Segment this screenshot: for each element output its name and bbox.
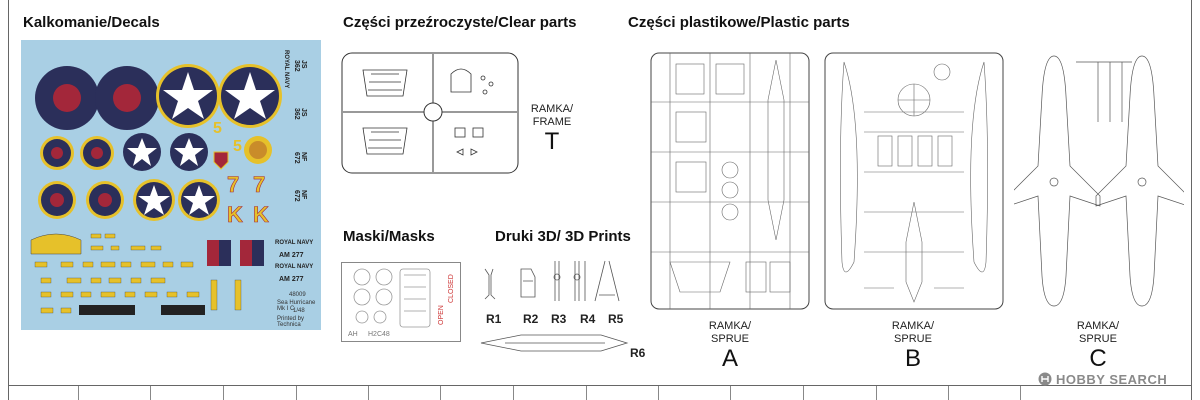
us-star-medium-2-icon: [170, 133, 208, 171]
stencil-decals: [34, 233, 242, 314]
bottom-grid: [8, 385, 1192, 400]
prints-heading: Druki 3D/ 3D Prints: [495, 228, 631, 245]
code-number-5-b: 5: [233, 138, 242, 155]
mask-closed-label: CLOSED: [448, 274, 455, 303]
walkway-decal-2: [161, 305, 205, 315]
mask-code-1: AH: [348, 331, 358, 338]
clear-parts-drawing: [341, 52, 519, 174]
sprue-b-drawing: [824, 52, 1004, 310]
us-star-medium-3-icon: [133, 179, 175, 221]
mask-code-2: H2C48: [368, 331, 390, 338]
sprue-c-letter: C: [1089, 345, 1107, 372]
scale-text: 1/48: [293, 308, 305, 314]
royal-navy-decal-2: ROYAL NAVY: [275, 240, 314, 246]
print-r3-label: R3: [551, 312, 567, 326]
canopy-part-2-icon: [362, 127, 408, 155]
canopy-part-1-icon: [362, 69, 408, 97]
sprue-a-label-2: SPRUE: [711, 333, 749, 345]
page-border-right: [1191, 0, 1192, 400]
prints-drawing: [480, 260, 629, 352]
frame-t-label-1: RAMKA/: [530, 103, 574, 115]
fin-flash-icon: [207, 240, 264, 266]
decals-heading: Kalkomanie/Decals: [23, 14, 160, 31]
sprue-a-drawing: [650, 52, 810, 310]
side-text-1: JS 362: [293, 60, 307, 72]
printer-text: Printed by Technica: [277, 316, 305, 328]
instrument-panel-icon: [30, 233, 82, 255]
sprue-c-drawing: [1007, 55, 1189, 307]
windscreen-part-icon: [450, 68, 494, 95]
sprue-b-label-1: RAMKA/: [891, 320, 935, 332]
maker-code: 48009: [289, 292, 306, 298]
sprue-b-letter: B: [904, 345, 921, 372]
us-star-medium-4-icon: [178, 179, 220, 221]
print-r4-label: R4: [580, 312, 596, 326]
code-letter-7-a: 7: [227, 172, 240, 198]
prints-area: [475, 255, 645, 375]
light-lens-parts-icon: [454, 127, 484, 156]
subject-name: Sea Hurricane Mk I C: [277, 300, 316, 312]
squadron-emblem-icon: [244, 136, 272, 164]
roundel-medium-1-icon: [40, 136, 74, 170]
frame-t-letter: T: [544, 128, 560, 155]
roundel-medium-2-icon: [80, 136, 114, 170]
serial-decal-2: AM 277: [279, 276, 304, 283]
us-star-large-2-icon: [218, 64, 282, 128]
sprue-c: [1007, 52, 1189, 310]
print-r6-icon: [480, 334, 629, 352]
sprue-c-label-1: RAMKA/: [1076, 320, 1120, 332]
print-r5-label: R5: [608, 312, 624, 326]
us-star-large-1-icon: [156, 64, 220, 128]
sprue-b-label-2: SPRUE: [894, 333, 932, 345]
roundel-large-1-icon: [35, 66, 99, 130]
print-r3-icon: [553, 261, 561, 301]
roundel-medium-4-icon: [86, 181, 124, 219]
clear-parts-frame: [341, 52, 519, 174]
print-r5-icon: [594, 260, 620, 302]
watermark-text: HOBBY SEARCH: [1056, 371, 1168, 387]
sprue-a: [650, 52, 810, 310]
code-letter-k-a: K: [227, 202, 243, 228]
code-letter-k-b: K: [253, 202, 269, 228]
walkway-decal-1: [79, 305, 135, 315]
sprue-a-label-1: RAMKA/: [708, 320, 752, 332]
serial-decal-1: AM 277: [279, 252, 304, 259]
print-r6-label: R6: [630, 346, 646, 360]
roundel-large-2-icon: [95, 66, 159, 130]
royal-navy-decal-3: ROYAL NAVY: [275, 264, 314, 270]
hobby-search-logo-icon: [1038, 372, 1052, 386]
watermark: HOBBY SEARCH: [1038, 371, 1167, 387]
clear-parts-heading: Części przeźroczyste/Clear parts: [343, 14, 577, 31]
print-r2-label: R2: [523, 312, 539, 326]
page-border-left: [8, 0, 9, 400]
sprue-a-letter: A: [721, 345, 738, 372]
sprue-b: [824, 52, 1004, 310]
plastic-parts-heading: Części plastikowe/Plastic parts: [628, 14, 850, 31]
print-r2-icon: [520, 268, 536, 298]
decal-sheet: ROYAL NAVY JS 362 JS 362 NF 672 NF 672 7…: [21, 40, 321, 330]
mask-sheet-drawing: [353, 268, 431, 328]
code-letter-7-b: 7: [253, 172, 266, 198]
sprue-c-label-2: SPRUE: [1079, 333, 1117, 345]
side-text-4: NF 672: [293, 190, 307, 202]
decal-sheet-artwork: [30, 64, 282, 315]
frame-t-label-2: FRAME: [532, 116, 572, 128]
mask-open-label: OPEN: [438, 305, 445, 325]
roundel-medium-3-icon: [38, 181, 76, 219]
shield-badge-icon: [213, 151, 229, 170]
royal-navy-decal-1: ROYAL NAVY: [283, 50, 289, 89]
masks-heading: Maski/Masks: [343, 228, 435, 245]
us-star-medium-1-icon: [123, 133, 161, 171]
print-r1-label: R1: [486, 312, 502, 326]
mask-sheet: OPEN CLOSED AH H2C48: [341, 262, 461, 342]
side-text-3: NF 672: [293, 152, 307, 164]
print-r1-icon: [484, 268, 496, 300]
side-text-2: JS 362: [293, 108, 307, 120]
code-number-5-a: 5: [213, 120, 222, 137]
print-r4-icon: [573, 261, 586, 301]
